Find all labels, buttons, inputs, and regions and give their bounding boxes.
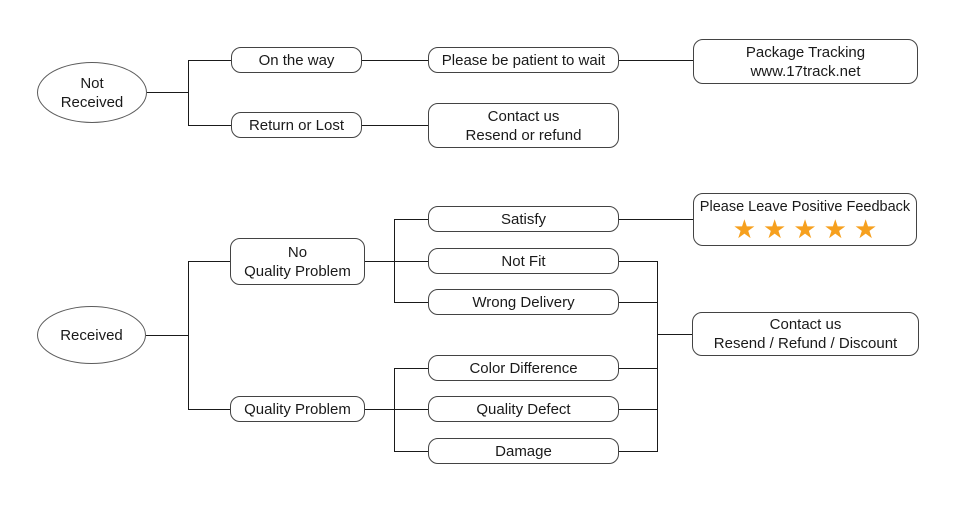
node-quality-defect: Quality Defect: [428, 396, 619, 422]
node-label: Received: [60, 326, 123, 344]
node-wrong-delivery: Wrong Delivery: [428, 289, 619, 315]
node-please-be-patient: Please be patient to wait: [428, 47, 619, 73]
node-label: Damage: [495, 442, 552, 460]
node-label: Return or Lost: [248, 116, 345, 134]
connector-line: [619, 261, 657, 262]
node-label: Contact us: [487, 107, 560, 125]
connector-line: [619, 409, 657, 410]
star-icon: ★: [793, 213, 817, 244]
connector-line: [394, 219, 428, 220]
connector-line: [619, 451, 657, 452]
node-label: Please Leave Positive Feedback: [699, 198, 911, 215]
connector-line: [619, 302, 657, 303]
node-label: Satisfy: [500, 210, 546, 228]
tracking-url: www.17track.net: [750, 62, 861, 80]
node-not-fit: Not Fit: [428, 248, 619, 274]
connector-line: [188, 261, 230, 262]
node-label: Quality Problem: [244, 262, 351, 280]
star-icon: ★: [763, 213, 787, 244]
star-icon: ★: [853, 213, 878, 244]
node-contact-us-resend-refund: Contact us Resend or refund: [428, 103, 619, 148]
node-label: Not: [80, 74, 104, 92]
connector-line: [619, 60, 693, 61]
node-label: Resend / Refund / Discount: [713, 335, 898, 352]
node-label: Package Tracking: [745, 43, 866, 61]
node-label: Color Difference: [469, 359, 578, 377]
node-label: On the way: [258, 51, 335, 69]
node-contact-us-resend-refund-discount: Contact us Resend / Refund / Discount: [692, 312, 919, 356]
connector-line: [188, 409, 230, 410]
node-quality-problem: Quality Problem: [230, 396, 365, 422]
five-star-rating: ★ ★ ★ ★ ★: [733, 215, 878, 243]
connector-line: [146, 335, 188, 336]
connector-line: [394, 368, 395, 452]
connector-line: [188, 60, 231, 61]
node-positive-feedback: Please Leave Positive Feedback ★ ★ ★ ★ ★: [693, 193, 917, 246]
node-not-received: Not Received: [37, 62, 147, 123]
node-label: Please be patient to wait: [441, 51, 606, 69]
star-icon: ★: [823, 213, 847, 244]
node-on-the-way: On the way: [231, 47, 362, 73]
connector-line: [619, 368, 657, 369]
node-label: Resend or refund: [465, 126, 582, 144]
node-satisfy: Satisfy: [428, 206, 619, 232]
connector-line: [365, 261, 428, 262]
connector-line: [188, 261, 189, 410]
node-label: Quality Defect: [476, 400, 571, 418]
node-return-or-lost: Return or Lost: [231, 112, 362, 138]
connector-line: [657, 261, 658, 452]
node-label: Contact us: [769, 316, 842, 333]
connector-line: [362, 60, 428, 61]
node-label: No: [287, 243, 308, 261]
node-label: Quality Problem: [244, 400, 351, 418]
node-package-tracking: Package Tracking www.17track.net: [693, 39, 918, 84]
node-label: Wrong Delivery: [472, 293, 575, 311]
connector-line: [619, 219, 693, 220]
node-label: Not Fit: [501, 252, 546, 270]
connector-line: [657, 334, 692, 335]
node-label: Received: [60, 93, 124, 111]
star-icon: ★: [732, 213, 757, 244]
node-received: Received: [37, 306, 146, 364]
connector-line: [188, 60, 189, 126]
connector-line: [394, 368, 428, 369]
connector-line: [394, 302, 428, 303]
node-no-quality-problem: No Quality Problem: [230, 238, 365, 285]
node-color-difference: Color Difference: [428, 355, 619, 381]
connector-line: [147, 92, 188, 93]
connector-line: [394, 219, 395, 303]
connector-line: [394, 451, 428, 452]
connector-line: [365, 409, 428, 410]
node-damage: Damage: [428, 438, 619, 464]
connector-line: [362, 125, 428, 126]
connector-line: [188, 125, 231, 126]
